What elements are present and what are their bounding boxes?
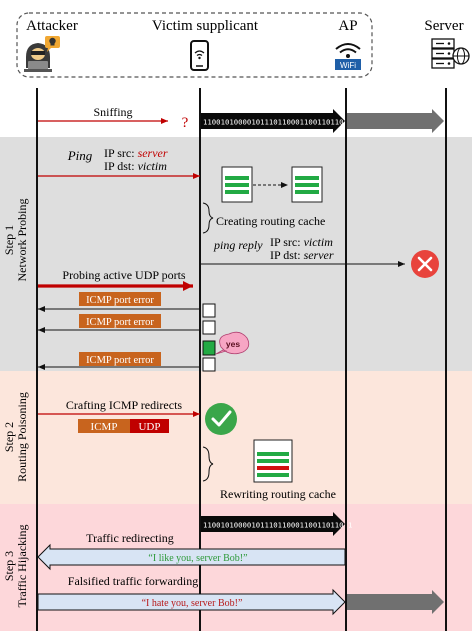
victim-bitstream-arrow (201, 512, 345, 536)
icmp-error-badge-3 (79, 352, 161, 366)
yes-label: yes (226, 339, 240, 349)
icmp-error-label-1: ICMP port error (86, 295, 154, 306)
attacker-icon (24, 36, 60, 72)
rewriting-brace (202, 446, 214, 482)
sniffing-label: Sniffing (93, 105, 132, 119)
victim-label: Victim supplicant (152, 18, 259, 34)
server-icon (431, 38, 470, 69)
yes-callout (215, 331, 250, 355)
step2-band (0, 371, 472, 504)
step1-subtitle: Network Probing (15, 199, 29, 282)
server-bound-arrow-top (347, 109, 444, 133)
ping-reply-label: ping reply (213, 238, 263, 252)
accepted-check-icon (205, 403, 237, 435)
routing-cache-new (291, 166, 323, 203)
icmp-error-label-3: ICMP port error (86, 355, 154, 366)
server-label: Server (424, 18, 463, 34)
crafting-label: Crafting ICMP redirects (66, 398, 183, 412)
victim-bitstream: 11001010000101110110001100110110 1 (203, 521, 352, 530)
sniffed-bitstream-arrow (201, 109, 345, 133)
routing-cache-poisoned (253, 439, 293, 483)
blocked-error-icon (411, 250, 439, 278)
ping-dst: IP dst: victim (104, 159, 167, 173)
ping-src: IP src: server (104, 146, 168, 160)
actors-header-box (16, 12, 373, 78)
udp-port-box-1 (202, 303, 216, 318)
traffic-redirect-label: Traffic redirecting (86, 531, 174, 545)
step2-title: Step 2 (2, 422, 16, 452)
ping-label: Ping (67, 148, 93, 163)
sniffed-bitstream: 11001010000101110110001100110110 1 (203, 118, 352, 127)
step2-subtitle: Routing Poisoning (15, 392, 29, 482)
icmp-error-badge-2 (79, 314, 161, 328)
ping-reply-dst: IP dst: server (270, 248, 334, 262)
routing-cache-old (221, 166, 253, 203)
rewriting-label: Rewriting routing cache (220, 487, 336, 501)
redirected-traffic-arrow (37, 543, 346, 571)
packet-icmp-field (78, 419, 130, 433)
udp-probe-label: Probing active UDP ports (62, 268, 186, 282)
server-bound-arrow-bottom (347, 590, 444, 614)
step3-subtitle: Traffic Hijacking (15, 525, 29, 608)
wifi-ap-icon: WiFi (335, 43, 361, 70)
udp-port-box-2 (202, 320, 216, 335)
forwarded-traffic-arrow (37, 588, 346, 616)
udp-port-box-4 (202, 357, 216, 372)
udp-port-box-active (202, 340, 216, 356)
redirected-message: “I like you, server Bob!” (148, 553, 247, 564)
step3-title: Step 3 (2, 551, 16, 581)
step1-title: Step 1 (2, 225, 16, 255)
packet-icmp-label: ICMP (91, 421, 118, 433)
packet-udp-field (130, 419, 169, 433)
unknown-destination-mark: ? (182, 115, 189, 131)
icmp-error-label-2: ICMP port error (86, 317, 154, 328)
packet-udp-label: UDP (138, 421, 160, 433)
routing-cache-label: Creating routing cache (216, 214, 325, 228)
forward-label: Falsified traffic forwarding (68, 574, 198, 588)
ap-label: AP (338, 18, 357, 34)
routing-cache-brace (202, 202, 214, 234)
attacker-label: Attacker (26, 18, 78, 34)
forwarded-message: “I hate you, server Bob!” (142, 598, 243, 609)
phone-icon (190, 40, 209, 71)
ping-reply-src: IP src: victim (270, 235, 333, 249)
icmp-error-badge-1 (79, 292, 161, 306)
wifi-badge-text: WiFi (340, 61, 356, 70)
